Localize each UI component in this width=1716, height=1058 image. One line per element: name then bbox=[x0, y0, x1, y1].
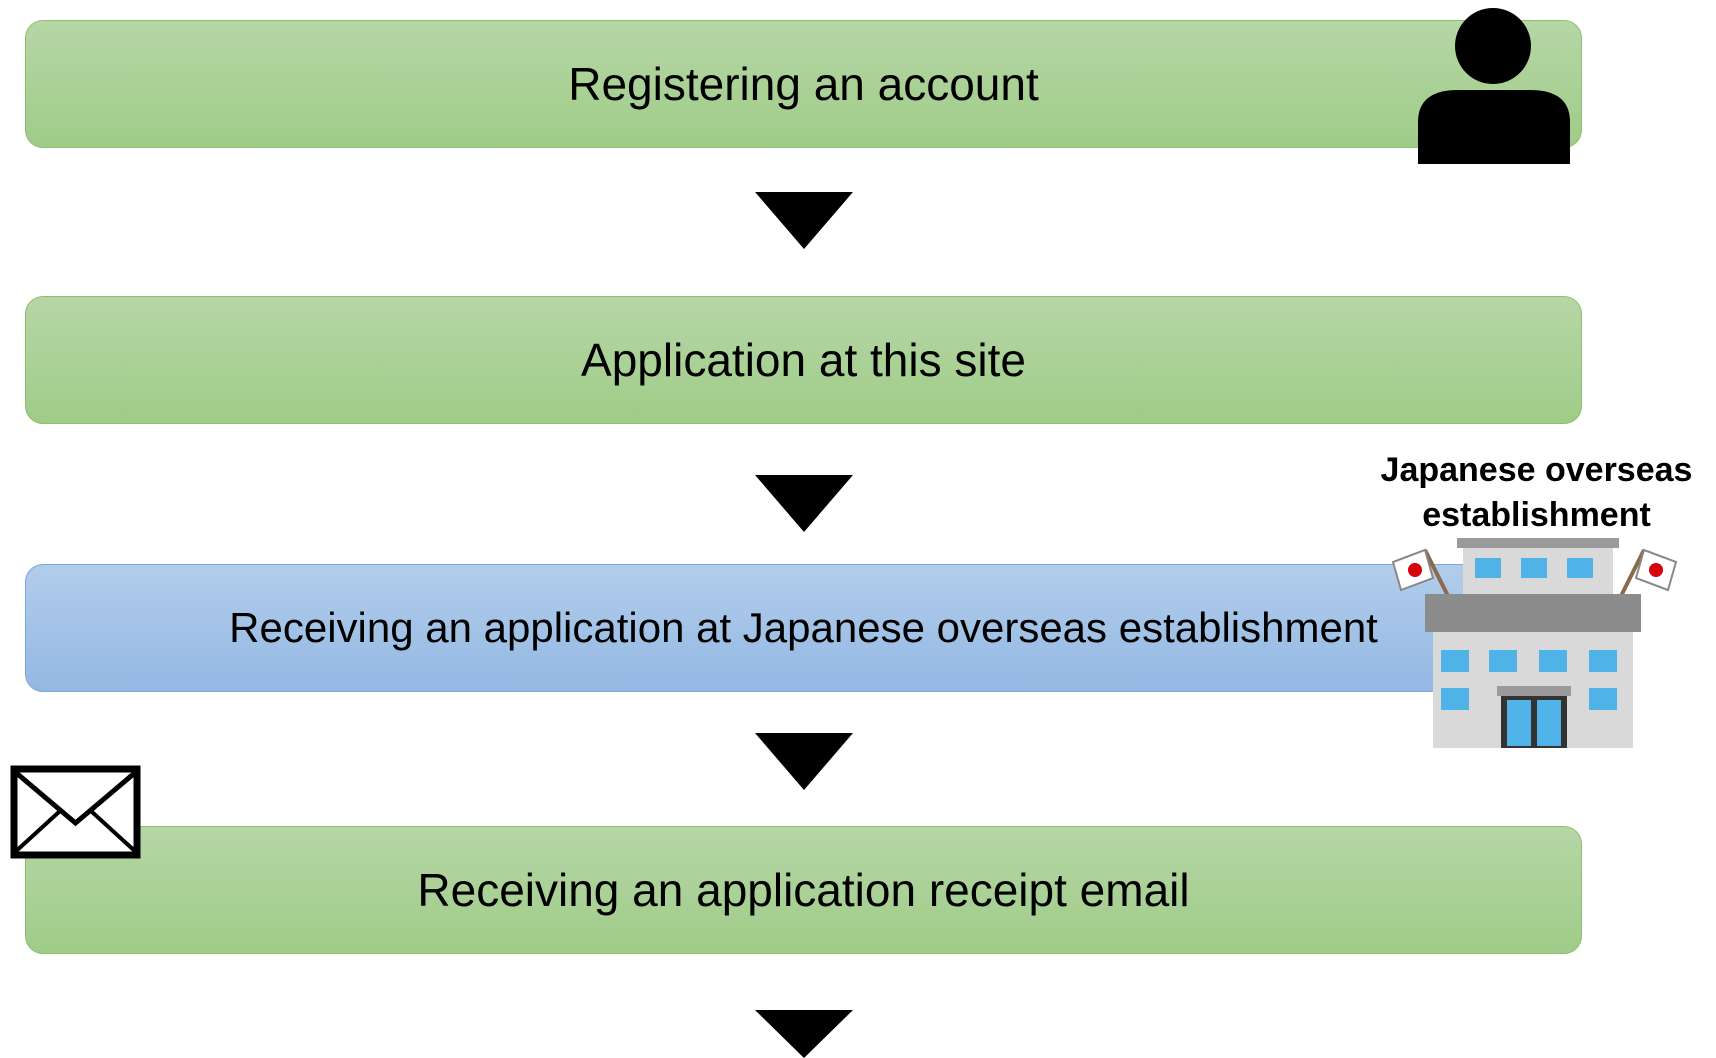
establishment-annotation: Japanese overseas establishment bbox=[1357, 448, 1716, 538]
down-arrow-3 bbox=[755, 733, 853, 790]
step-receiving-receipt-email: Receiving an application receipt email bbox=[25, 826, 1582, 954]
step-label: Registering an account bbox=[568, 58, 1039, 110]
step-application-at-site: Application at this site bbox=[25, 296, 1582, 424]
step-label: Receiving an application at Japanese ove… bbox=[229, 604, 1378, 651]
person-icon bbox=[1418, 8, 1570, 164]
annotation-line-1: Japanese overseas bbox=[1380, 451, 1693, 489]
annotation-line-2: establishment bbox=[1422, 496, 1651, 534]
down-arrow-2 bbox=[755, 475, 853, 532]
down-arrow-1 bbox=[755, 192, 853, 249]
step-label: Application at this site bbox=[581, 334, 1026, 386]
embassy-building-icon bbox=[1391, 538, 1678, 748]
envelope-icon bbox=[10, 765, 141, 859]
step-label: Receiving an application receipt email bbox=[417, 864, 1190, 916]
step-receiving-at-establishment: Receiving an application at Japanese ove… bbox=[25, 564, 1582, 692]
down-arrow-4 bbox=[755, 1010, 853, 1058]
step-registering-account: Registering an account bbox=[25, 20, 1582, 148]
